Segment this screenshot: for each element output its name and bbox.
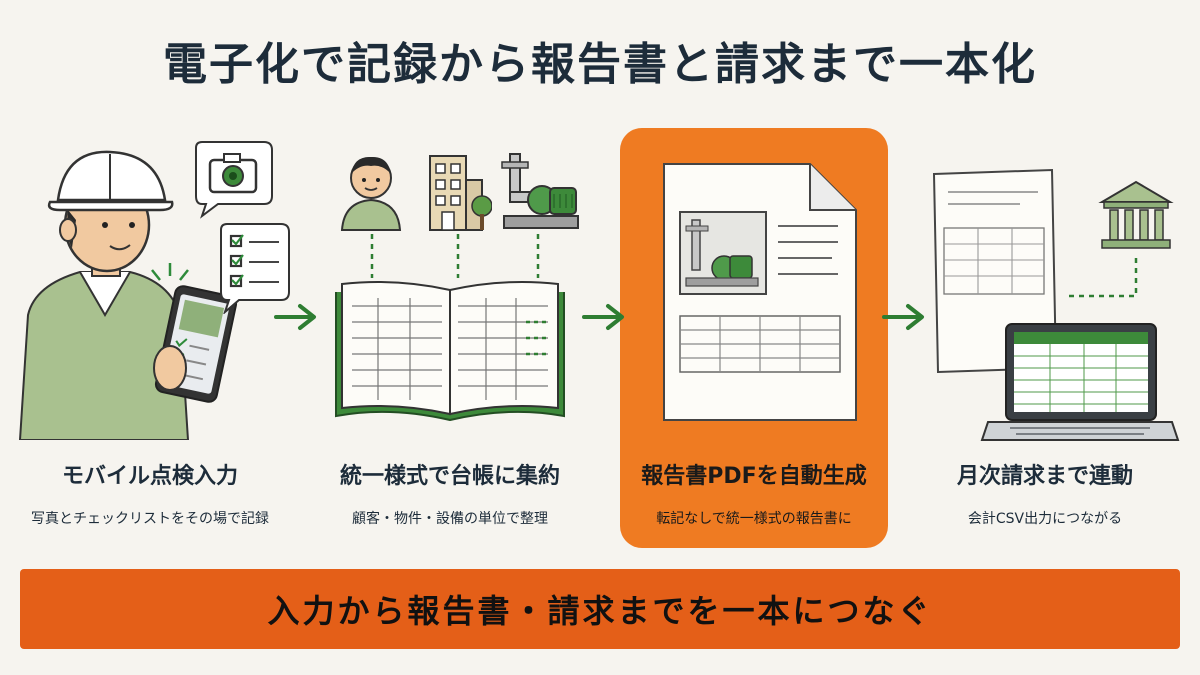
summary-banner: 入力から報告書・請求までを一本につなぐ: [20, 569, 1180, 649]
checklist-icon: [220, 223, 290, 314]
connector-lines: [1064, 258, 1138, 298]
step-3-title: 報告書PDFを自動生成: [641, 464, 867, 489]
camera-icon: [195, 141, 273, 219]
document-icon: [663, 163, 857, 421]
arrow-icon: [274, 304, 316, 330]
step-1-title: モバイル点検入力: [61, 464, 238, 489]
building-icon: [429, 155, 492, 231]
step-4-title: 月次請求まで連動: [956, 464, 1133, 489]
person-icon: [340, 156, 402, 231]
page-title: 電子化で記録から報告書と請求まで一本化: [163, 39, 1037, 90]
arrow-icon: [882, 304, 924, 330]
arrow-icon: [582, 304, 624, 330]
step-3-desc: 転記なしで統一様式の報告書に: [656, 511, 852, 527]
ledger-icon: [335, 281, 565, 422]
step-2-desc: 顧客・物件・設備の単位で整理: [352, 511, 548, 527]
step-1-desc: 写真とチェックリストをその場で記録: [31, 511, 269, 527]
step-4-desc: 会計CSV出力につながる: [967, 511, 1123, 527]
step-2-title: 統一様式で台帳に集約: [339, 464, 560, 489]
bank-icon: [1098, 180, 1174, 249]
worker-illustration: [18, 150, 238, 440]
invoice-icon: [932, 168, 1058, 373]
connector-lines: [370, 234, 540, 278]
laptop-icon: [980, 323, 1180, 441]
pump-icon: [501, 153, 579, 229]
